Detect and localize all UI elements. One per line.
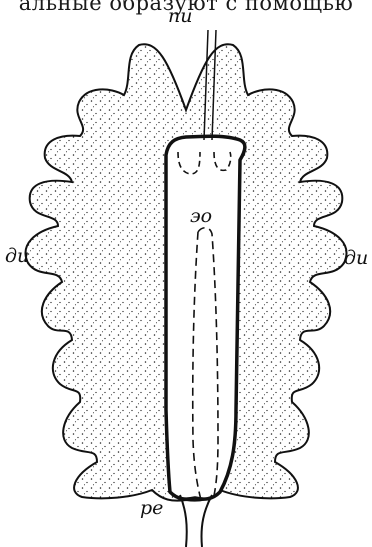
lower-tube-left — [180, 495, 187, 547]
lower-tube-right — [201, 495, 212, 547]
label-pi: пи — [168, 5, 192, 27]
label-di-left: ди — [5, 245, 29, 267]
label-eo: эо — [190, 205, 212, 227]
label-re: ре — [140, 497, 163, 519]
label-di-right: ди — [344, 247, 368, 269]
central-tube — [166, 136, 245, 499]
